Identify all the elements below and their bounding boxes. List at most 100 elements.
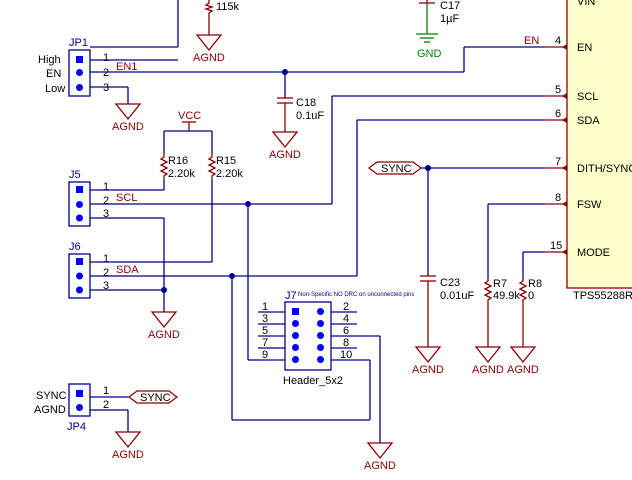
jp4-pin1: [76, 390, 83, 397]
j5-pin3-num: 3: [103, 208, 109, 220]
vcc-label: VCC: [178, 110, 201, 122]
j5-net-label: SCL: [116, 192, 137, 204]
j7-pin4: [317, 320, 324, 327]
jp4-ref: JP4: [67, 421, 86, 433]
jp1-pin3-num: 3: [103, 82, 109, 94]
j7-pin1: [292, 308, 299, 315]
jp4-label-agnd: AGND: [34, 404, 66, 416]
agnd-symbol-jp4: [114, 431, 142, 449]
c18-value: 0.1uF: [296, 110, 324, 122]
j5-pin3: [76, 214, 83, 222]
jp4-body: [68, 383, 91, 417]
r7-value: 49.9k: [493, 290, 520, 302]
gnd-label: GND: [417, 48, 442, 60]
ic-pin-fsw-name: FSW: [577, 199, 602, 211]
j5-ref: J5: [69, 169, 81, 181]
jp4-label-sync: SYNC: [36, 390, 67, 402]
resistor-r8: [518, 278, 528, 347]
agnd-label-c23: AGND: [412, 364, 444, 376]
ic-pin-mode-num: 15: [550, 240, 562, 252]
ic-pin-scl-num: 5: [555, 84, 561, 96]
jp4-pin1-num: 1: [103, 385, 109, 397]
r16-value: 2.20k: [168, 168, 195, 180]
j7-pin-8: 8: [343, 337, 349, 349]
c17-value: 1µF: [440, 13, 459, 25]
j7-pin6: [317, 332, 324, 339]
r7-ref: R7: [493, 278, 507, 290]
agnd-symbol-r115k: [195, 34, 223, 52]
agnd-label-jp1: AGND: [112, 121, 144, 133]
resistor-115k-value: 115k: [216, 1, 240, 13]
agnd-label-c18: AGND: [269, 149, 301, 161]
agnd-symbol-j6: [150, 311, 178, 329]
r15-ref: R15: [216, 155, 236, 167]
j7-pin-10: 10: [340, 349, 352, 361]
j6-pin2: [76, 272, 83, 280]
ic-pin-en-num: 4: [555, 35, 561, 47]
j6-pin3-num: 3: [103, 280, 109, 292]
jp4-sync-port: [128, 390, 178, 404]
resistor-r16: [159, 154, 169, 180]
j5-pin2-num: 2: [103, 195, 109, 207]
j7-pin-9: 9: [262, 349, 268, 361]
jp1-label-en: EN: [46, 68, 61, 80]
agnd-label-r7: AGND: [472, 364, 504, 376]
jp1-label-high: High: [38, 54, 61, 66]
ic-pin-fsw-num: 8: [555, 192, 561, 204]
j7-pin8: [317, 344, 324, 351]
j7-pin10: [317, 356, 324, 363]
j6-pin1-num: 1: [103, 253, 109, 265]
j5-pin1: [76, 186, 83, 193]
ic-pin-sync-name: DITH/SYNC: [577, 163, 632, 175]
j7-pin-6: 6: [343, 325, 349, 337]
j7-pin7: [292, 344, 299, 351]
agnd-label-r115k: AGND: [193, 52, 225, 64]
j7-ref: J7: [285, 290, 297, 302]
j7-pin-3: 3: [262, 313, 268, 325]
r8-ref: R8: [528, 278, 542, 290]
j7-pin2: [317, 308, 324, 315]
j6-net-label: SDA: [116, 264, 139, 276]
jp4-pin2: [76, 404, 83, 411]
j7-note: Non-Specific NO DRC on unconnected pins: [298, 292, 414, 298]
jp4-sync-port-label: SYNC: [140, 392, 171, 404]
j7-pin-5: 5: [262, 325, 268, 337]
ic-pin-vin-name: VIN: [577, 0, 595, 8]
j7-pin-2: 2: [343, 301, 349, 313]
c17-ref: C17: [440, 0, 460, 12]
jp1-pin2-num: 2: [103, 67, 109, 79]
resistor-r15: [207, 154, 217, 180]
agnd-label-j6: AGND: [148, 329, 180, 341]
j5-pin1-num: 1: [103, 181, 109, 193]
agnd-label-jp4: AGND: [112, 449, 144, 461]
r15-value: 2.20k: [216, 168, 243, 180]
ic-pin-en-name: EN: [577, 42, 592, 54]
j7-pin-7: 7: [262, 337, 268, 349]
net-en-label: EN: [524, 35, 539, 47]
ic-pin-sync-num: 7: [555, 156, 561, 168]
jp1-ref: JP1: [69, 37, 88, 49]
j7-pin-4: 4: [343, 313, 349, 325]
jp1-label-low: Low: [45, 83, 65, 95]
ic-name: TPS55288RF: [573, 290, 632, 302]
agnd-symbol-r7: [474, 346, 502, 364]
j7-body: [284, 301, 332, 371]
ic-pin-sda-name: SDA: [577, 115, 600, 127]
j6-pin3: [76, 286, 83, 294]
ic-pin-scl-name: SCL: [577, 91, 598, 103]
agnd-symbol-c18: [271, 131, 299, 149]
agnd-symbol-c23: [414, 346, 442, 364]
j7-footprint: Header_5x2: [283, 375, 343, 387]
r16-ref: R16: [168, 155, 188, 167]
j6-ref: J6: [69, 241, 81, 253]
agnd-label-r8: AGND: [507, 364, 539, 376]
agnd-symbol-j7: [366, 442, 394, 460]
j7-pin3: [292, 320, 299, 327]
j5-pin2: [76, 201, 83, 208]
j6-pin1: [76, 258, 83, 265]
resistor-r7: [483, 278, 493, 347]
jp1-pin1: [76, 56, 83, 63]
c18-ref: C18: [296, 97, 316, 109]
j7-pin5: [292, 332, 299, 339]
